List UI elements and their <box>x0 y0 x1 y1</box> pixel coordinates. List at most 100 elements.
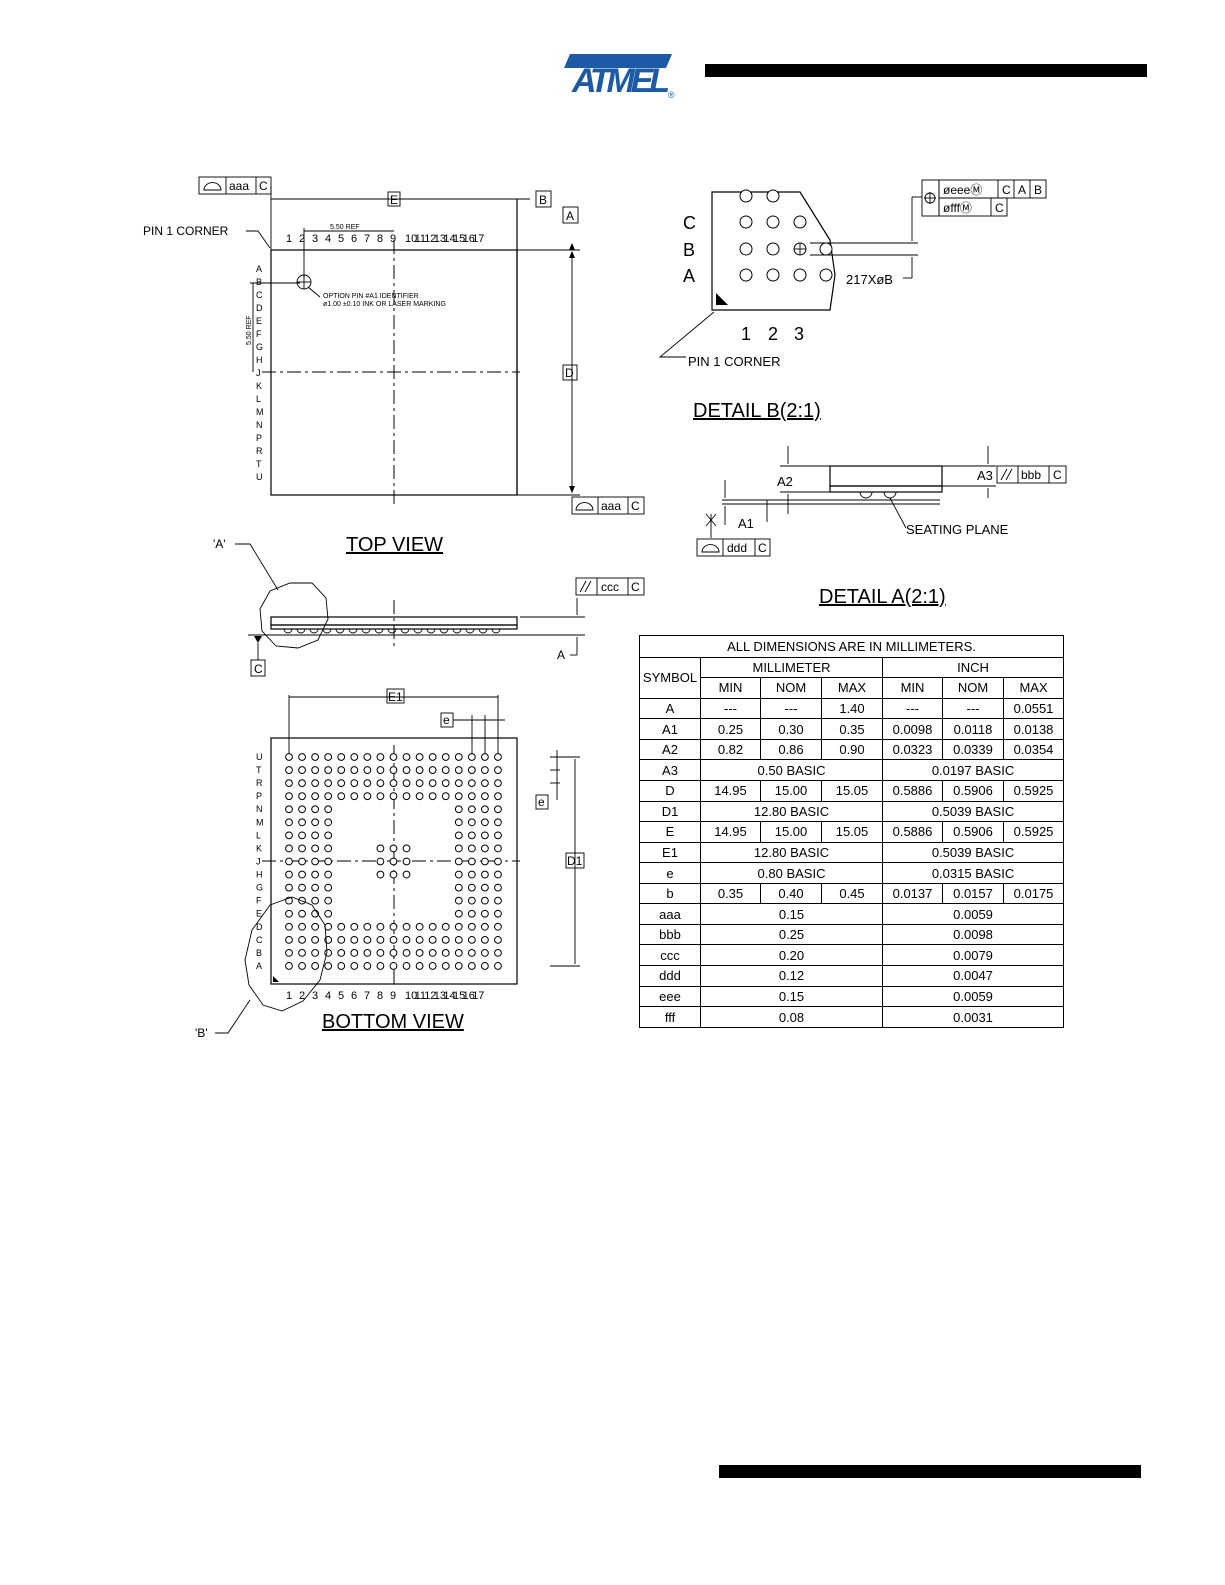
table-symbol: E1 <box>639 841 701 864</box>
solder-ball <box>467 857 476 866</box>
solder-ball <box>389 779 398 788</box>
detail-b: C B A 1 2 3 217XøB øeeeⓂ C A B øfffⓂ <box>658 179 1047 422</box>
bottom-row-label: R <box>256 778 263 788</box>
solder-ball <box>428 949 437 957</box>
side-ball <box>348 628 358 634</box>
top-row-label: L <box>256 394 261 404</box>
table-cell: 15.05 <box>821 821 883 843</box>
bottom-row-label: B <box>256 948 262 958</box>
solder-ball <box>389 792 398 801</box>
solder-ball <box>337 935 346 944</box>
bottom-row-label: D <box>256 922 263 932</box>
datum-A-label: A <box>566 209 574 223</box>
table-cell: 0.86 <box>760 738 822 761</box>
solder-ball <box>311 883 320 892</box>
solder-ball <box>494 949 502 957</box>
top-flat-tol-aaa-2: aaa <box>601 499 621 513</box>
solder-ball <box>337 766 346 774</box>
solder-ball <box>298 805 306 814</box>
dim-D-label: D <box>565 366 574 380</box>
solder-ball <box>481 962 489 970</box>
solder-ball <box>467 949 476 957</box>
top-col-label: 6 <box>351 233 357 245</box>
solder-ball <box>402 766 411 774</box>
top-col-label: 5 <box>338 233 344 245</box>
solder-ball <box>454 949 463 957</box>
top-row-label: B <box>256 277 262 287</box>
top-row-label: U <box>256 472 263 482</box>
solder-ball <box>415 922 424 931</box>
solder-ball <box>402 935 411 944</box>
solder-ball <box>337 922 346 931</box>
solder-ball <box>494 935 502 944</box>
detail-a-title: DETAIL A(2:1) <box>819 586 946 608</box>
table-cell: 0.0323 <box>882 738 943 761</box>
ref-v-label: 5.50 REF <box>246 315 253 345</box>
solder-ball <box>350 949 359 957</box>
solder-ball <box>454 792 463 801</box>
position-tol-datum-B: B <box>1034 183 1042 197</box>
table-symbol: D1 <box>639 800 701 823</box>
bottom-row-label: F <box>256 896 262 906</box>
detail-b-title: DETAIL B(2:1) <box>693 400 821 422</box>
solder-ball <box>481 753 489 761</box>
solder-ball <box>389 922 398 931</box>
solder-ball <box>454 935 463 944</box>
table-cell: 0.0157 <box>942 882 1004 905</box>
solder-ball <box>428 766 437 774</box>
solder-ball <box>481 883 489 892</box>
solder-ball <box>298 935 306 944</box>
detail-b-ball <box>793 268 807 282</box>
top-col-label: 3 <box>312 233 318 245</box>
solder-ball <box>311 818 320 827</box>
solder-ball <box>454 831 463 840</box>
top-col-label: 15 <box>453 233 465 245</box>
solder-ball <box>298 857 306 866</box>
bottom-col-label: 16 <box>463 990 475 1002</box>
solder-ball <box>467 844 476 853</box>
top-row-label: J <box>256 368 261 378</box>
detail-b-ball <box>739 215 753 229</box>
table-cell: --- <box>942 697 1004 720</box>
side-ball <box>374 628 384 634</box>
detail-b-col-1: 1 <box>741 324 751 344</box>
detail-a-flat-tol-ddd: ddd <box>727 541 747 555</box>
bottom-col-label: 8 <box>377 990 383 1002</box>
solder-ball <box>324 896 333 905</box>
solder-ball <box>285 779 293 788</box>
table-cell: 0.5925 <box>1002 821 1065 843</box>
detail-b-ball <box>739 189 753 203</box>
solder-ball <box>467 909 476 918</box>
table-cell: --- <box>882 697 943 720</box>
side-parallel-tol-ccc: ccc <box>601 580 619 594</box>
side-ball <box>426 628 436 634</box>
detail-b-ball <box>766 189 780 203</box>
dim-A1-label: A1 <box>738 516 754 531</box>
table-cell-inch: 0.0059 <box>881 985 1065 1008</box>
solder-ball <box>363 766 372 774</box>
dim-E1-label: E1 <box>388 690 403 704</box>
bottom-col-label: 15 <box>453 990 465 1002</box>
solder-ball <box>311 766 320 774</box>
bottom-col-label: 14 <box>443 990 455 1002</box>
solder-ball <box>350 935 359 944</box>
top-col-label: 1 <box>286 233 292 245</box>
table-cell-mm: 0.20 <box>700 944 883 967</box>
solder-ball <box>428 753 437 761</box>
solder-ball <box>389 766 398 774</box>
side-ball <box>452 628 462 634</box>
side-view: 'A' C A ccc C <box>213 537 645 677</box>
top-col-label: 12 <box>424 233 436 245</box>
solder-ball <box>324 766 333 774</box>
top-row-label: F <box>256 329 262 339</box>
table-cell: 0.90 <box>821 738 883 761</box>
solder-ball <box>428 922 437 931</box>
top-col-label: 11 <box>415 233 426 245</box>
solder-ball <box>285 870 293 879</box>
table-cell: 1.40 <box>821 697 883 720</box>
bottom-col-label: 13 <box>434 990 446 1002</box>
